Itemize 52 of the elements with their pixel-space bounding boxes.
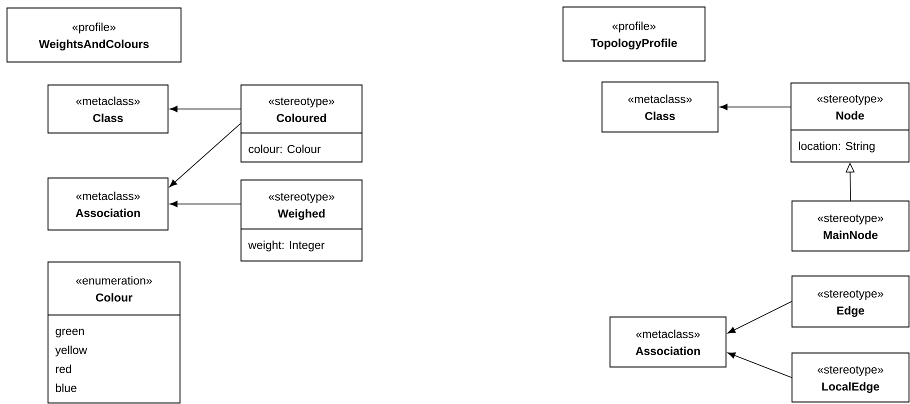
profile-box xyxy=(6,8,182,62)
class-name: TopologyProfile xyxy=(590,38,677,50)
stereotype-box xyxy=(792,200,910,252)
class-name: Association xyxy=(76,208,140,218)
stereotype-label: «stereotype» xyxy=(818,290,884,300)
class-name: WeightsAndColours xyxy=(38,40,149,50)
stereotype-label: «stereotype» xyxy=(268,98,334,108)
stereotype-label: «metaclass» xyxy=(76,96,140,106)
stereotype-label: «stereotype» xyxy=(817,95,883,105)
class-name: Association xyxy=(636,346,700,356)
stereotype-box xyxy=(792,352,910,402)
arrow xyxy=(727,301,792,334)
enumeration-box xyxy=(48,262,180,404)
class-name: LocalEdge xyxy=(822,382,880,393)
stereotype-label: «stereotype» xyxy=(818,214,884,224)
attribute-label: red xyxy=(56,364,72,374)
stereotype-box xyxy=(790,82,910,162)
profile-box xyxy=(562,6,706,62)
class-name: Coloured xyxy=(276,114,326,122)
attribute-label: colour: Colour xyxy=(248,144,321,154)
arrow xyxy=(728,352,792,378)
attribute-label: green xyxy=(56,328,84,338)
class-name: Weighed xyxy=(278,209,325,220)
stereotype-box xyxy=(792,276,910,328)
arrow xyxy=(170,106,241,112)
attribute-label: location: String xyxy=(798,142,875,152)
metaclass-box xyxy=(602,82,718,132)
metaclass-box xyxy=(610,316,726,368)
stereotype-label: «metaclass» xyxy=(76,192,140,200)
stereotype-label: «metaclass» xyxy=(628,94,692,104)
class-name: Colour xyxy=(96,293,132,302)
class-name: Class xyxy=(93,114,123,122)
class-name: Edge xyxy=(837,306,864,317)
class-name: Node xyxy=(836,111,864,120)
class-name: MainNode xyxy=(824,230,878,240)
metaclass-box xyxy=(48,178,168,230)
class-name: Class xyxy=(645,112,675,120)
arrow xyxy=(720,104,791,110)
arrow xyxy=(170,200,241,208)
attribute-label: weight: Integer xyxy=(248,240,324,252)
arrow xyxy=(169,123,241,188)
stereotype-label: «enumeration» xyxy=(76,276,152,285)
metaclass-box xyxy=(48,84,168,134)
stereotype-label: «profile» xyxy=(612,22,656,32)
attribute-label: yellow xyxy=(55,346,88,356)
stereotype-label: «stereotype» xyxy=(818,366,884,376)
stereotype-box xyxy=(240,84,362,162)
stereotype-box xyxy=(240,180,362,262)
stereotype-label: «profile» xyxy=(72,22,116,34)
stereotype-label: «stereotype» xyxy=(268,193,334,203)
attribute-label: blue xyxy=(56,384,76,392)
stereotype-label: «metaclass» xyxy=(636,330,700,338)
